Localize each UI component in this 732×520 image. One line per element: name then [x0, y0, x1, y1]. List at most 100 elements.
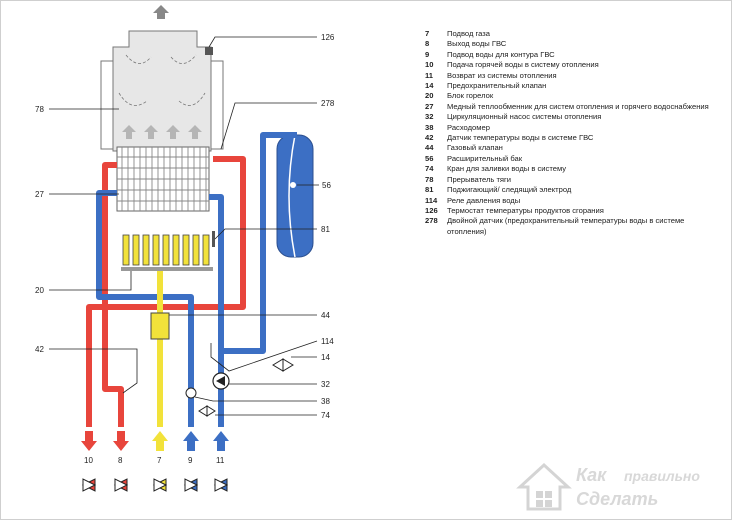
legend-row: 114 Реле давления воды	[425, 196, 725, 206]
legend-number: 32	[425, 112, 434, 122]
legend-description: Подвод газа	[447, 29, 490, 38]
heat-exchanger	[116, 146, 210, 212]
flue-thermostat	[205, 47, 213, 55]
legend-description: Реле давления воды	[447, 195, 521, 205]
legend-number: 74	[425, 164, 434, 174]
legend-row: 14 Предохранительный клапан	[425, 81, 725, 91]
callout-114: 114	[321, 337, 334, 346]
pipe-label-7: 7	[157, 456, 162, 465]
gas-valve	[150, 312, 170, 340]
callout-74: 74	[321, 411, 330, 420]
legend-number: 44	[425, 143, 434, 153]
legend-description: Циркуляционный насос системы отопления	[447, 112, 602, 122]
burner-block	[122, 234, 210, 266]
legend-row: 8 Выход воды ГВС	[425, 39, 725, 49]
legend-row: 38 Расходомер	[425, 123, 725, 133]
legend-row: 74 Кран для заливки воды в систему	[425, 164, 725, 174]
legend-row: 78 Прерыватель тяги	[425, 175, 725, 185]
house-icon	[516, 462, 572, 511]
legend: 7 Подвод газа 8 Выход воды ГВС 9 Подвод воды …	[425, 29, 725, 237]
flue-arrows	[122, 125, 202, 139]
legend-description: Термостат температуры продуктов сгорания	[447, 205, 604, 215]
legend-number: 20	[425, 91, 434, 101]
legend-row: 27 Медный теплообменник для систем отопле…	[425, 102, 725, 112]
legend-description: Газовый клапан	[447, 143, 503, 153]
legend-description: Расширительный бак	[447, 153, 523, 163]
legend-row: 81 Поджигающий/ следящий электрод	[425, 185, 725, 195]
exhaust-arrow-icon	[153, 5, 169, 19]
pipe-label-10: 10	[84, 456, 93, 465]
legend-number: 38	[425, 122, 434, 132]
legend-number: 81	[425, 185, 434, 195]
legend-description: Датчик температуры воды в системе ГВС	[447, 133, 594, 143]
watermark-line2: правильно	[624, 468, 700, 484]
callout-81: 81	[321, 225, 330, 234]
legend-description: Подвод воды для контура ГВС	[447, 49, 555, 59]
legend-number: 78	[425, 174, 434, 184]
legend-row: 10 Подача горячей воды в систему отоплени…	[425, 60, 725, 70]
pipe-label-8: 8	[118, 456, 123, 465]
legend-row: 32 Циркуляционный насос системы отопления	[425, 112, 725, 122]
legend-number: 126	[425, 205, 438, 215]
cold-water-pipes	[96, 132, 297, 427]
legend-description: Подача горячей воды в систему отопления	[447, 60, 599, 70]
legend-row: 42 Датчик температуры воды в системе ГВС	[425, 133, 725, 143]
callout-278: 278	[321, 99, 335, 108]
legend-number: 7	[425, 29, 430, 38]
callout-56: 56	[322, 181, 331, 190]
legend-number: 278	[425, 216, 438, 226]
legend-description: Расходомер	[447, 122, 490, 132]
legend-number: 11	[425, 70, 434, 80]
legend-row: 20 Блок горелок	[425, 91, 725, 101]
watermark-logo: Как правильно Сделать	[516, 462, 700, 511]
legend-description: Выход воды ГВС	[447, 39, 507, 49]
callout-42: 42	[35, 345, 44, 354]
legend-row: 44 Газовый клапан	[425, 143, 725, 153]
ignition-electrode	[212, 231, 215, 247]
legend-description: Двойной датчик (предохранительный темпер…	[447, 216, 685, 236]
draught-hood	[112, 30, 212, 152]
legend-number: 14	[425, 81, 434, 91]
expansion-vessel	[276, 134, 314, 258]
legend-description: Предохранительный клапан	[447, 81, 547, 91]
legend-number: 9	[425, 49, 430, 59]
callout-14: 14	[321, 353, 330, 362]
legend-row: 278 Двойной датчик (предохранительный тем…	[425, 216, 725, 237]
legend-number: 114	[425, 195, 438, 205]
callout-38: 38	[321, 397, 330, 406]
watermark-line1: Как	[576, 465, 607, 485]
legend-number: 42	[425, 133, 434, 143]
callout-126: 126	[321, 33, 335, 42]
hot-water-pipes	[86, 156, 246, 427]
legend-number: 27	[425, 101, 434, 111]
legend-description: Медный теплообменник для систем отоплени…	[447, 101, 709, 111]
boiler-diagram: 126 78 278 27 56 81 20 44 42 114 14 32 3…	[35, 5, 335, 492]
bottom-valves	[81, 478, 229, 492]
fill-tap	[198, 405, 216, 417]
legend-row: 11 Возврат из системы отопления	[425, 71, 725, 81]
legend-number: 8	[425, 39, 430, 49]
legend-description: Блок горелок	[447, 91, 494, 101]
callout-78: 78	[35, 105, 44, 114]
pipe-label-11: 11	[216, 456, 225, 465]
leader-lines	[49, 36, 319, 416]
safety-valve	[272, 358, 294, 372]
legend-number: 10	[425, 60, 434, 70]
callout-20: 20	[35, 286, 44, 295]
watermark-line3: Сделать	[576, 489, 658, 509]
legend-number: 56	[425, 153, 434, 163]
legend-description: Прерыватель тяги	[447, 174, 512, 184]
legend-row: 9 Подвод воды для контура ГВС	[425, 50, 725, 60]
callout-32: 32	[321, 380, 330, 389]
connection-arrows	[81, 431, 229, 451]
legend-description: Кран для заливки воды в систему	[447, 164, 567, 174]
pipe-label-9: 9	[188, 456, 193, 465]
callout-44: 44	[321, 311, 330, 320]
legend-row: 56 Расширительный бак	[425, 154, 725, 164]
legend-row: 7 Подвод газа	[425, 29, 725, 39]
legend-description: Поджигающий/ следящий электрод	[447, 185, 572, 195]
legend-row: 126 Термостат температуры продуктов сгора…	[425, 206, 725, 216]
legend-description: Возврат из системы отопления	[447, 70, 557, 80]
callout-27: 27	[35, 190, 44, 199]
